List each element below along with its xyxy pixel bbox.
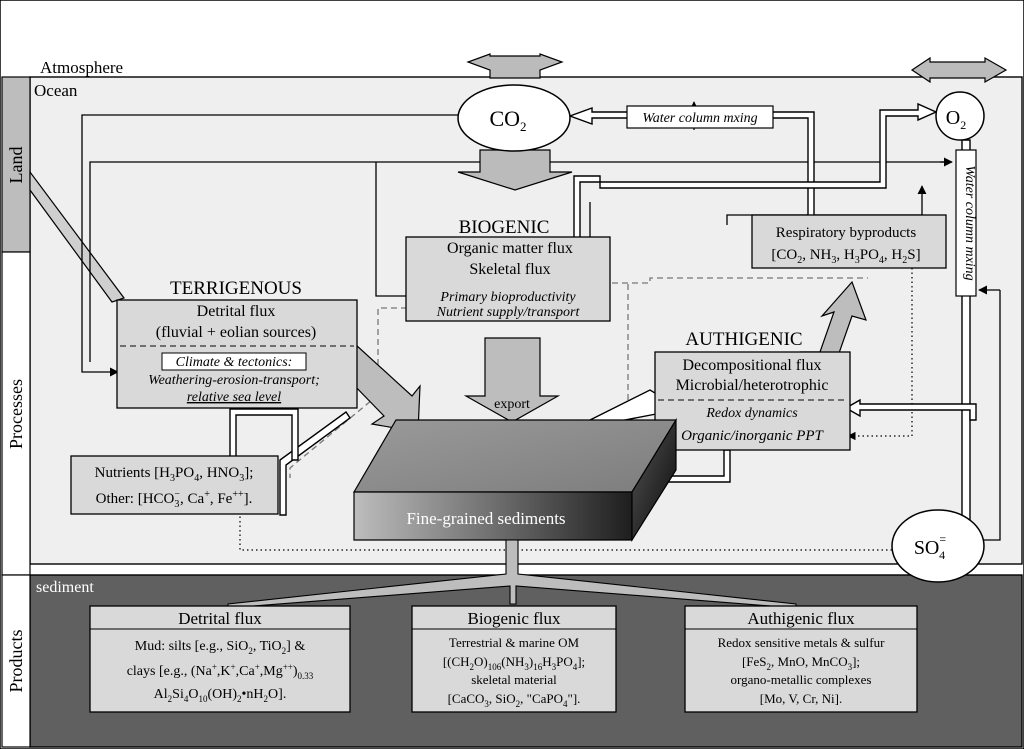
authigenic-product-line4: [Mo, V, Cr, Ni]. (760, 691, 842, 706)
detrital-line3: Al2Si4O10(OH)2•nH2O]. (154, 687, 287, 704)
co2-exchange-top (466, 53, 564, 79)
dash-biogenic-link (412, 277, 868, 284)
products-distribution-arrow (227, 539, 797, 609)
authigenic-line1: Decompositional flux (682, 357, 821, 374)
o2-exchange-arrow (910, 56, 1008, 84)
respiratory-line2: [CO2, NH3, H3PO4, H2S] (771, 247, 920, 266)
biogenic-product-line2: [(CH2O)106(NH3)16H3PO4]; (443, 654, 585, 672)
land-band (1, 76, 31, 253)
biogenic-box (405, 236, 611, 322)
mixing-label-box (626, 105, 774, 129)
biogenic-note2: Nutrient supply/transport (436, 305, 581, 320)
authigenic-product-box (684, 605, 918, 713)
products-label: Products (6, 630, 26, 693)
sediment-label: sediment (36, 579, 94, 596)
sediment-slab-top (352, 419, 678, 493)
o2-node (935, 91, 985, 141)
authigenic-line2: Microbial/heterotrophic (676, 377, 829, 394)
nutrients-box (70, 455, 279, 515)
terrigenous-line2: (fluvial + eolian sources) (156, 324, 317, 341)
so4-text: SO=4 (914, 532, 947, 562)
co2-down-arrow (457, 149, 573, 191)
authigenic-product-line2: [FeS2, MnO, MnCO3]; (742, 654, 860, 672)
terrigenous-title: TERRIGENOUS (170, 278, 302, 299)
co2-to-climate-line (81, 114, 458, 377)
biogenic-line1: Organic matter flux (447, 240, 573, 257)
co2-node (457, 84, 571, 152)
climate-to-o2-line (89, 161, 950, 362)
authigenic-box (654, 351, 851, 451)
respiratory-line1: Respiratory byproducts (776, 225, 917, 241)
biogenic-product-line4: [CaCO3, SiO2, "CaPO4"]. (448, 691, 581, 709)
mixing-horizontal-label: Water column mxing (642, 111, 757, 126)
terrigenous-box (116, 299, 358, 409)
biogenic-to-o2-pipe (573, 102, 938, 241)
land-runoff-arrow (29, 170, 125, 303)
authigenic-up-arrow (799, 280, 867, 357)
authigenic-product-title: Authigenic flux (747, 609, 855, 628)
authigenic-title: AUTHIGENIC (685, 329, 802, 350)
sediment-slab-side (631, 417, 677, 543)
detrital-title: Detrital flux (178, 609, 262, 628)
so4-node (891, 509, 985, 583)
products-band (1, 574, 31, 748)
processes-label: Processes (6, 379, 26, 449)
biogenic-product-line3: skeletal material (471, 672, 557, 687)
terrigenous-line1: Detrital flux (197, 303, 276, 320)
right-return-line (977, 290, 1001, 541)
authigenic-product-line1: Redox sensitive metals & sulfur (718, 635, 885, 650)
dot-so4-link (239, 485, 900, 551)
detrital-product-box (89, 605, 351, 713)
authigenic-product-line3: organo-metallic complexes (731, 672, 872, 687)
respiratory-box (751, 214, 947, 269)
climate-label-box (161, 352, 307, 371)
biogenic-product-box (411, 605, 617, 713)
mixing-vertical-label: Water column mxing (962, 165, 977, 280)
o2-text: O2 (946, 107, 966, 132)
land-label: Land (6, 147, 26, 184)
biogenic-line2: Skeletal flux (469, 261, 550, 278)
biogenic-product-line1: Terrestrial & marine OM (449, 635, 580, 650)
nutrients-line1: Nutrients [H3PO4, HNO3]; (95, 465, 254, 484)
biogenic-product-title: Biogenic flux (467, 609, 561, 628)
terrigenous-note3: relative sea level (187, 390, 281, 405)
dash-nutrient-link (289, 394, 379, 478)
terrigenous-note1: Climate & tectonics: (176, 355, 293, 370)
atmosphere-label: Atmosphere (40, 58, 123, 77)
detrital-line2: clays [e.g., (Na+,K+,Ca+,Mg++)0.33 (127, 662, 314, 681)
detrital-line1: Mud: silts [e.g., SiO2, TiO2] & (135, 639, 306, 656)
authigenic-note1: Redox dynamics (705, 406, 798, 421)
mixing-vertical-box (955, 149, 977, 297)
nutrient-pipe-a (279, 411, 351, 516)
biogenic-title: BIOGENIC (459, 217, 550, 238)
sediments-label: Fine-grained sediments (406, 509, 565, 528)
export-label: export (494, 397, 530, 412)
dot-respiratory-link (852, 268, 913, 437)
authigenic-note2: Organic/inorganic PPT (681, 428, 824, 444)
nutrient-pipe-b (229, 408, 299, 461)
co2-text: CO2 (489, 106, 526, 134)
terrigenous-note2: Weathering-erosion-transport; (148, 373, 320, 388)
ocean-label: Ocean (34, 81, 78, 100)
export-arrow (463, 337, 561, 423)
so4-to-redox-pipe (844, 398, 977, 421)
biogenic-note1: Primary bioproductivity (439, 290, 576, 305)
nutrients-line2: Other: [HCO3−, Ca+, Fe++]. (96, 489, 253, 510)
